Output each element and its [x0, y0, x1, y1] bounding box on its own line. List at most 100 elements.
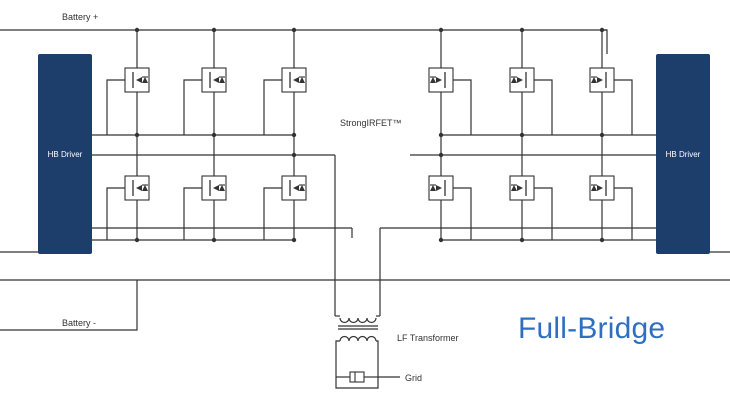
- body-diode: [511, 77, 517, 83]
- mosfet-arrow: [213, 185, 219, 191]
- battery-plus-label: Battery +: [62, 12, 98, 22]
- junction-dot: [599, 27, 605, 33]
- body-diode: [219, 77, 225, 83]
- mosfet-body: [428, 67, 454, 93]
- body-diode: [219, 185, 225, 191]
- mosfet-arrow: [293, 77, 299, 83]
- mosfet-arrow: [213, 77, 219, 83]
- gate-lead: [453, 187, 472, 240]
- junction-dot: [519, 237, 525, 243]
- junction-dot: [438, 237, 444, 243]
- mosfet-right-top: [509, 67, 535, 93]
- body-diode: [511, 185, 517, 191]
- mosfet-body: [509, 67, 535, 93]
- junction-dot: [438, 132, 444, 138]
- wire: [602, 29, 608, 54]
- junction-dot: [519, 27, 525, 33]
- hb-driver-left-label: HB Driver: [48, 150, 83, 159]
- junction-dots: [134, 27, 605, 243]
- junction-dot: [134, 27, 140, 33]
- body-diode: [430, 77, 436, 83]
- lf-transformer-label: LF Transformer: [397, 333, 459, 343]
- mosfet-body: [281, 67, 307, 93]
- hb-driver-right-box: [656, 54, 710, 254]
- body-diode: [142, 185, 148, 191]
- mosfet-left-top: [281, 67, 307, 93]
- mosfet-left-top: [201, 67, 227, 93]
- junction-dot: [438, 152, 444, 158]
- mosfet-right-top: [428, 67, 454, 93]
- hb-driver-right-label: HB Driver: [666, 150, 701, 159]
- junction-dot: [291, 152, 297, 158]
- mosfet-arrow: [136, 185, 142, 191]
- hb-driver-left-box: [38, 54, 92, 254]
- mosfet-body: [201, 175, 227, 201]
- battery-minus-lead: [0, 280, 138, 331]
- junction-dot: [211, 237, 217, 243]
- transformer-winding: [339, 335, 377, 342]
- junction-dot: [211, 27, 217, 33]
- body-diode: [299, 77, 305, 83]
- mosfet-body: [428, 175, 454, 201]
- junction-dot: [599, 237, 605, 243]
- mosfet-body: [509, 175, 535, 201]
- mosfet-body: [124, 175, 150, 201]
- wiring: [0, 29, 730, 389]
- mosfet-right-bottom: [509, 175, 535, 201]
- battery-minus-label: Battery -: [62, 318, 96, 328]
- secondary-loop: [335, 340, 379, 389]
- gate-lead: [106, 79, 125, 135]
- junction-dot: [438, 27, 444, 33]
- body-diode: [299, 185, 305, 191]
- body-diode: [591, 185, 597, 191]
- mosfet-left-bottom: [124, 175, 150, 201]
- gate-lead: [534, 187, 553, 240]
- mosfet-body: [201, 67, 227, 93]
- mosfet-arrow: [517, 185, 523, 191]
- junction-dot: [291, 237, 297, 243]
- mosfet-right-top: [589, 67, 615, 93]
- gate-lead: [106, 187, 125, 240]
- mosfet-arrow: [436, 77, 442, 83]
- gate-lead: [534, 79, 553, 135]
- body-diode: [142, 77, 148, 83]
- mosfet-arrow: [136, 77, 142, 83]
- mosfet-left-bottom: [201, 175, 227, 201]
- junction-dot: [134, 237, 140, 243]
- mosfet-right-bottom: [428, 175, 454, 201]
- junction-dot: [519, 132, 525, 138]
- mosfet-body: [124, 67, 150, 93]
- mosfet-arrow: [597, 77, 603, 83]
- junction-dot: [211, 132, 217, 138]
- gate-lead: [263, 79, 282, 135]
- lf-transformer: [338, 317, 378, 383]
- body-diode: [591, 77, 597, 83]
- mosfet-body: [281, 175, 307, 201]
- gate-lead: [183, 79, 202, 135]
- full-bridge-title: Full-Bridge: [518, 312, 666, 345]
- junction-dot: [291, 132, 297, 138]
- gate-lead: [183, 187, 202, 240]
- mosfet-arrow: [597, 185, 603, 191]
- grid-capacitor: [349, 371, 365, 383]
- grid-label: Grid: [405, 373, 422, 383]
- gate-lead: [453, 79, 472, 135]
- mosfet-array: [124, 67, 615, 201]
- mosfet-body: [589, 175, 615, 201]
- mosfet-left-top: [124, 67, 150, 93]
- gate-lead: [614, 187, 633, 240]
- body-diode: [430, 185, 436, 191]
- strongirfet-label: StrongIRFET™: [340, 118, 402, 128]
- junction-dot: [134, 132, 140, 138]
- junction-dot: [291, 27, 297, 33]
- gate-lead: [263, 187, 282, 240]
- mosfet-body: [589, 67, 615, 93]
- mosfet-left-bottom: [281, 175, 307, 201]
- mosfet-arrow: [436, 185, 442, 191]
- junction-dot: [599, 132, 605, 138]
- transformer-winding: [339, 317, 377, 324]
- mosfet-arrow: [293, 185, 299, 191]
- mosfet-arrow: [517, 77, 523, 83]
